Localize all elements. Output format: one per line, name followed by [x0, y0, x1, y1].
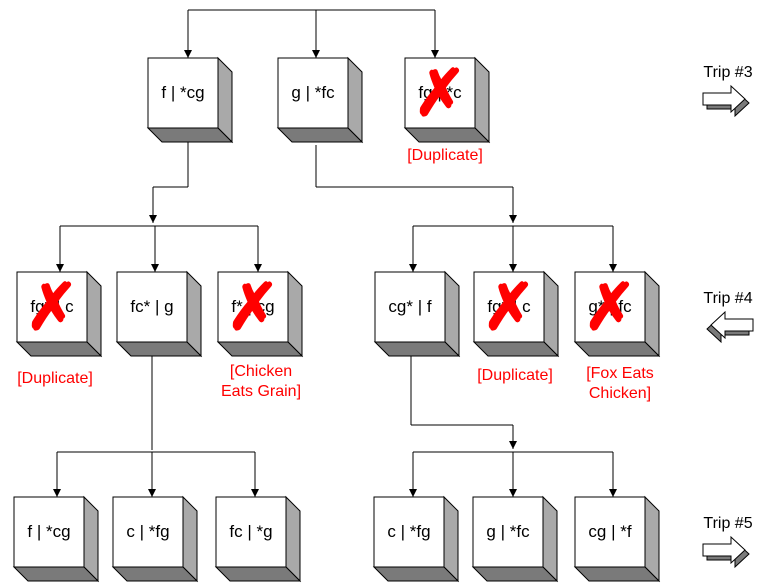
state-label: c | *fg	[387, 522, 431, 541]
arrowhead	[148, 489, 156, 497]
reject-note-trip4-3: [Chicken Eats Grain]	[220, 363, 302, 400]
arrowhead	[609, 264, 617, 272]
reject-note-trip4-5: [Duplicate]	[477, 367, 553, 384]
state-box-trip5-5: g | *fc	[471, 495, 559, 583]
box-3d-shape	[15, 270, 103, 358]
box-3d-shape	[111, 495, 199, 583]
state-box-trip5-1: f | *cg	[12, 495, 100, 583]
state-box-trip4-1: fg* | c ✗	[15, 270, 103, 358]
reject-note-trip3-3: [Duplicate]	[407, 147, 483, 164]
state-label: fg* | c	[487, 297, 531, 316]
arrowhead	[56, 264, 64, 272]
state-label: fc | *g	[229, 522, 273, 541]
box-3d-shape	[373, 270, 461, 358]
arrow-left-icon	[706, 310, 754, 344]
state-label: cg* | f	[388, 297, 432, 316]
arrowhead	[53, 489, 61, 497]
state-box-trip4-3: f* | cg ✗	[216, 270, 304, 358]
state-box-trip5-6: cg | *f	[573, 495, 661, 583]
state-box-trip4-2: fc* | g	[115, 270, 203, 358]
arrowhead	[149, 215, 157, 223]
reject-note-trip4-1: [Duplicate]	[17, 370, 93, 387]
box-3d-shape	[276, 56, 364, 144]
box-3d-shape	[573, 270, 661, 358]
trip-label: Trip #3	[703, 64, 753, 81]
trip-indicator-4: Trip #4	[693, 290, 763, 344]
arrow-right-icon	[702, 84, 750, 118]
arrowhead	[184, 50, 192, 58]
box-3d-shape	[216, 270, 304, 358]
arrowhead	[509, 264, 517, 272]
state-label: fg | *c	[418, 83, 462, 102]
arrowhead	[509, 489, 517, 497]
state-box-trip5-4: c | *fg	[372, 495, 460, 583]
trip-label: Trip #5	[703, 515, 753, 532]
box-3d-shape	[403, 56, 491, 144]
box-3d-shape	[12, 495, 100, 583]
state-box-trip3-3: fg | *c ✗	[403, 56, 491, 144]
state-label: f | *cg	[27, 522, 71, 541]
state-box-trip3-2: g | *fc	[276, 56, 364, 144]
state-box-trip4-4: cg* | f	[373, 270, 461, 358]
arrowhead	[312, 50, 320, 58]
arrowhead	[431, 50, 439, 58]
box-3d-shape	[471, 495, 559, 583]
trip-label: Trip #4	[703, 290, 753, 307]
state-box-trip3-1: f | *cg	[146, 56, 234, 144]
state-box-trip5-2: c | *fg	[111, 495, 199, 583]
arrowhead	[409, 264, 417, 272]
trip-indicator-3: Trip #3	[693, 64, 763, 118]
box-3d-shape	[573, 495, 661, 583]
trip-indicator-5: Trip #5	[693, 515, 763, 569]
reject-note-trip4-6: [Fox Eats Chicken]	[586, 365, 654, 402]
box-3d-shape	[115, 270, 203, 358]
arrowhead	[409, 489, 417, 497]
box-3d-shape	[146, 56, 234, 144]
box-3d-shape	[472, 270, 560, 358]
state-label: fg* | c	[30, 297, 74, 316]
state-box-trip5-3: fc | *g	[214, 495, 302, 583]
arrowhead	[509, 441, 517, 449]
state-label: g* | fc	[588, 297, 632, 316]
arrowhead	[509, 215, 517, 223]
state-box-trip4-6: g* | fc ✗	[573, 270, 661, 358]
state-label: fc* | g	[130, 297, 174, 316]
state-label: f* | cg	[231, 297, 275, 316]
arrowhead	[151, 264, 159, 272]
box-3d-shape	[372, 495, 460, 583]
state-label: cg | *f	[588, 522, 632, 541]
state-label: g | *fc	[486, 522, 530, 541]
state-box-trip4-5: fg* | c ✗	[472, 270, 560, 358]
state-label: g | *fc	[291, 83, 335, 102]
box-3d-shape	[214, 495, 302, 583]
arrowhead	[254, 264, 262, 272]
arrow-right-icon	[702, 535, 750, 569]
arrowhead	[251, 489, 259, 497]
state-label: f | *cg	[161, 83, 205, 102]
state-label: c | *fg	[126, 522, 170, 541]
arrowhead	[609, 489, 617, 497]
